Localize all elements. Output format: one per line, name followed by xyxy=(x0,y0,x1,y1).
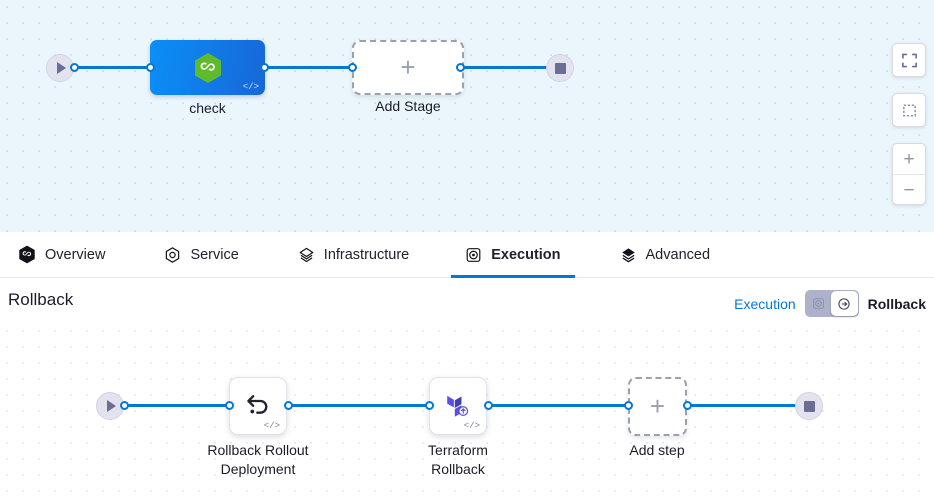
zoom-controls: + − xyxy=(892,143,926,205)
harness-hexagon-icon xyxy=(18,245,36,264)
harness-hexagon-icon xyxy=(194,52,221,83)
port-check-out[interactable] xyxy=(260,63,269,72)
step-card-rollback-rollout-deployment[interactable]: </> xyxy=(229,377,287,435)
execution-rollback-toggle-group: Execution Rollback xyxy=(734,290,926,317)
toggle-option-execution[interactable] xyxy=(805,290,832,317)
add-step-button[interactable]: + xyxy=(628,377,687,436)
port-rollout-in[interactable] xyxy=(225,401,234,410)
code-badge: </> xyxy=(242,82,259,92)
toggle-label-execution[interactable]: Execution xyxy=(734,295,796,312)
rollback-end-node[interactable] xyxy=(795,392,823,420)
fullscreen-icon xyxy=(901,53,917,67)
port-addstep-in[interactable] xyxy=(624,401,633,410)
service-hexagon-icon xyxy=(164,246,181,264)
rollback-arrow-icon xyxy=(247,395,268,414)
step-card-terraform-rollback[interactable]: </> xyxy=(429,377,487,435)
port-terraform-out[interactable] xyxy=(484,401,493,410)
zoom-to-fit-icon xyxy=(902,104,916,116)
execution-icon xyxy=(812,298,824,309)
stop-icon xyxy=(803,400,815,412)
port-check-in[interactable] xyxy=(146,63,155,72)
plus-icon: + xyxy=(649,390,666,421)
code-badge: </> xyxy=(463,421,480,431)
play-icon xyxy=(57,62,66,74)
add-step-label: Add step xyxy=(629,442,685,458)
pipeline-start-node[interactable] xyxy=(46,54,74,82)
tab-label-advanced: Advanced xyxy=(645,246,711,263)
rollback-icon xyxy=(838,297,850,310)
port-rollout-out[interactable] xyxy=(284,401,293,410)
tab-label-execution: Execution xyxy=(491,246,561,263)
terraform-icon xyxy=(447,395,469,417)
play-icon xyxy=(107,400,116,412)
edge-start-to-check xyxy=(72,66,156,69)
stage-card-check[interactable]: </> xyxy=(150,40,265,95)
stop-icon xyxy=(554,62,566,74)
tab-label-service: Service xyxy=(190,246,239,263)
zoom-to-fit-button[interactable] xyxy=(892,93,926,127)
rollback-step-canvas[interactable]: </> Rollback Rollout Deployment </> Terr… xyxy=(0,324,934,500)
port-terraform-in[interactable] xyxy=(425,401,434,410)
page-title: Rollback xyxy=(8,290,74,309)
plus-icon: + xyxy=(400,51,416,82)
code-badge: </> xyxy=(263,421,280,431)
advanced-layers-icon xyxy=(620,246,637,264)
pipeline-tabs: Overview Service Infrastructure xyxy=(0,232,934,278)
layers-icon xyxy=(298,246,315,264)
tab-label-overview: Overview xyxy=(45,246,106,263)
port-start-out[interactable] xyxy=(70,63,79,72)
tab-overview[interactable]: Overview xyxy=(18,232,105,278)
port-addstage-in[interactable] xyxy=(348,63,357,72)
stage-canvas[interactable]: </> check + Add Stage xyxy=(0,0,934,232)
execution-rollback-toggle[interactable] xyxy=(804,290,859,317)
add-stage-button[interactable]: + xyxy=(352,40,464,95)
zoom-in-button[interactable]: + xyxy=(893,144,925,175)
toggle-option-rollback[interactable] xyxy=(830,291,858,316)
execution-icon xyxy=(465,246,482,264)
edge-check-to-addstage xyxy=(264,66,356,69)
port-addstep-out[interactable] xyxy=(683,401,692,410)
edge-rollout-to-terraform xyxy=(288,404,431,407)
tab-infrastructure[interactable]: Infrastructure xyxy=(298,232,409,278)
toggle-label-rollback[interactable]: Rollback xyxy=(867,295,926,312)
add-stage-label: Add Stage xyxy=(375,98,441,114)
step-label-terraform-rollback: Terraform Rollback xyxy=(428,442,488,477)
tab-execution[interactable]: Execution xyxy=(451,232,575,278)
step-label-rollback-rollout-deployment: Rollback Rollout Deployment xyxy=(207,442,309,477)
tab-advanced[interactable]: Advanced xyxy=(620,232,711,278)
port-addstage-out[interactable] xyxy=(456,63,465,72)
stage-label-check: check xyxy=(189,100,226,116)
edge-start-to-rollback-rollout xyxy=(122,404,230,407)
tab-label-infrastructure: Infrastructure xyxy=(323,246,410,263)
port-rb-start-out[interactable] xyxy=(120,401,129,410)
rollback-section-header: Rollback Execution xyxy=(0,278,934,324)
edge-addstage-to-end xyxy=(460,66,556,69)
tab-service[interactable]: Service xyxy=(164,232,239,278)
pipeline-end-node[interactable] xyxy=(546,54,574,82)
fullscreen-button[interactable] xyxy=(892,43,926,77)
zoom-out-button[interactable]: − xyxy=(903,180,915,201)
edge-addstep-to-end xyxy=(687,404,805,407)
edge-terraform-to-addstep xyxy=(488,404,631,407)
